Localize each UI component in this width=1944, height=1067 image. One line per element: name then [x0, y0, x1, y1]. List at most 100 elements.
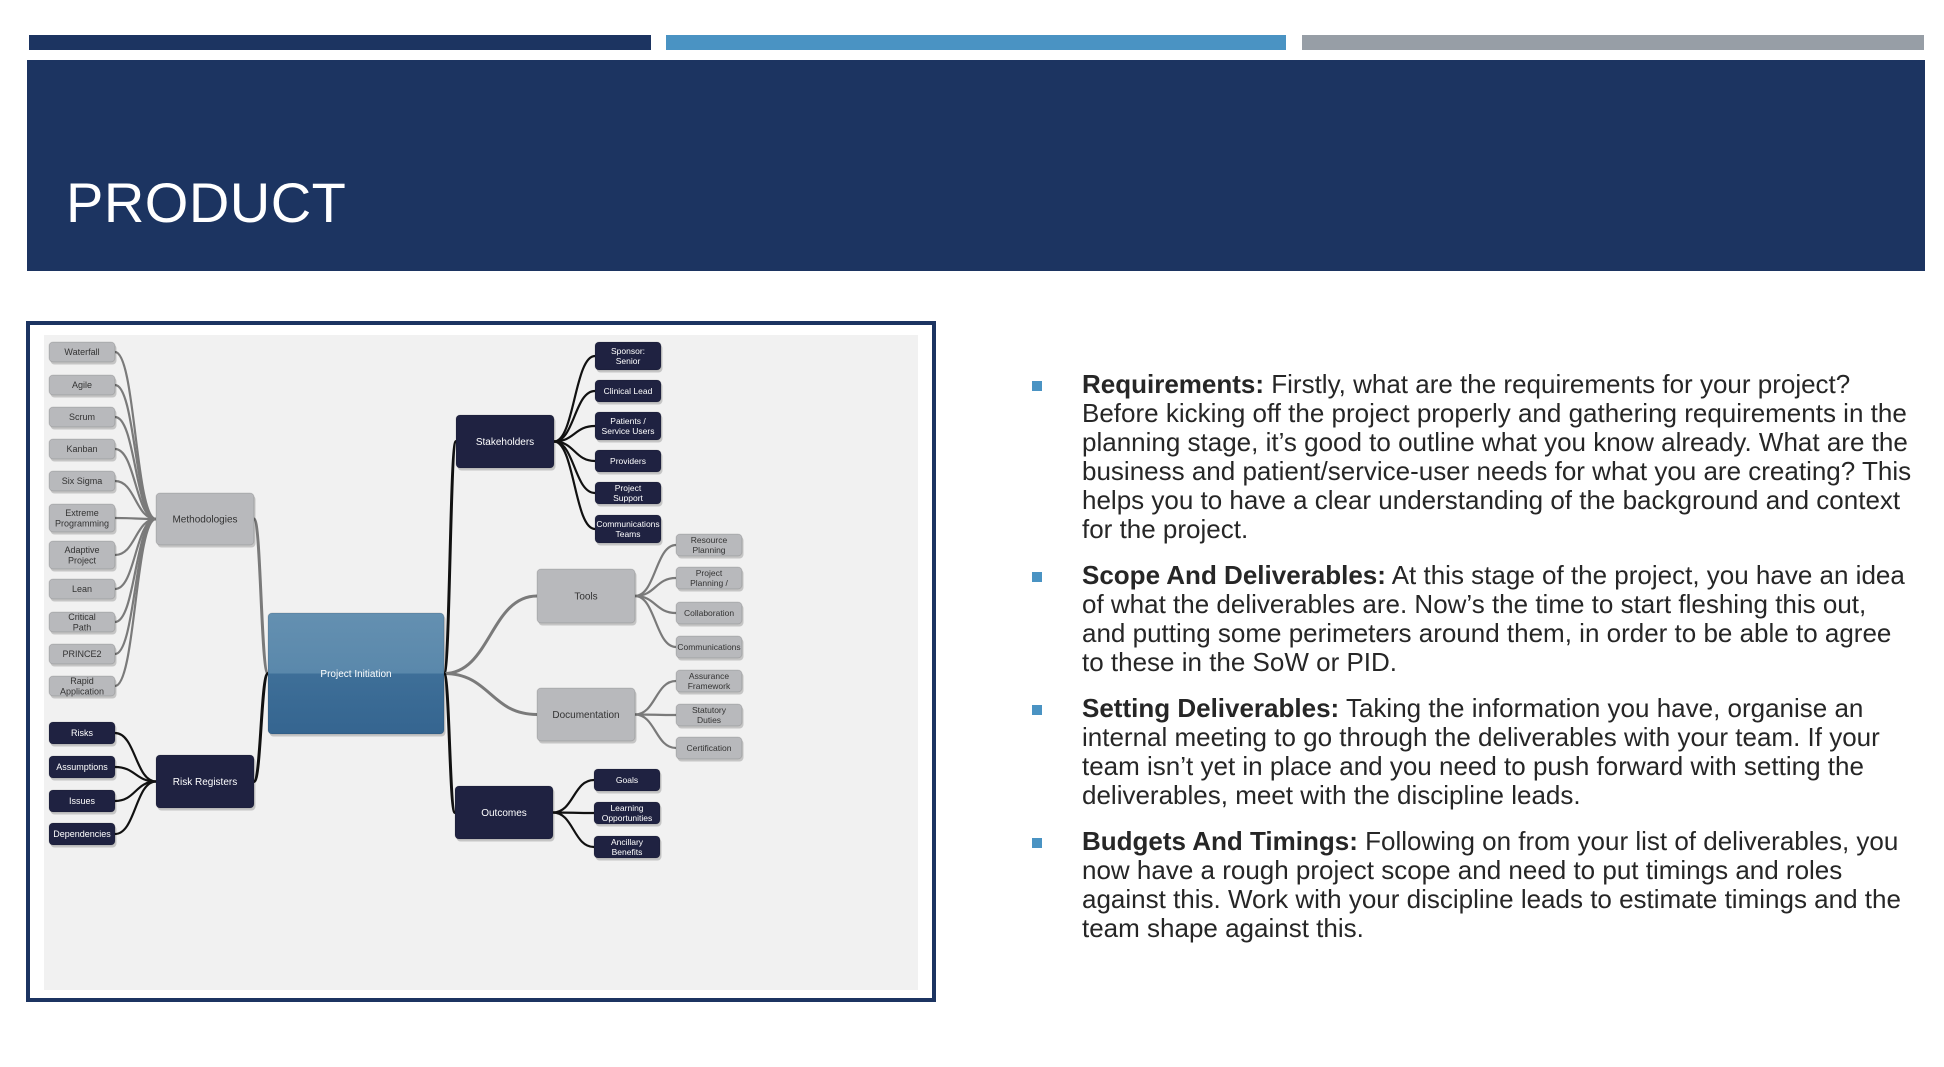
node-label: Clinical Lead	[604, 386, 653, 396]
node-label: Assumptions	[56, 762, 108, 772]
leaf-node-goals: Goals	[593, 768, 662, 794]
branch-node-outcomes: Outcomes	[454, 785, 555, 842]
node-label: Collaboration	[684, 608, 734, 618]
node-label: Outcomes	[481, 808, 527, 819]
leaf-node-kanban: Kanban	[48, 438, 117, 462]
leaf-node-six-sigma: Six Sigma	[48, 470, 117, 494]
node-label: Providers	[610, 456, 646, 466]
bullet-title: Scope And Deliverables:	[1082, 560, 1386, 590]
connector-line	[443, 672, 538, 716]
bullet-text: Following on from your list of deliverab…	[1082, 826, 1901, 943]
node-label: Stakeholders	[476, 437, 534, 448]
node-label: Communications	[677, 642, 740, 652]
bullet-text: At this stage of the project, you have a…	[1082, 560, 1905, 677]
node-label: PRINCE2	[62, 649, 101, 659]
leaf-node-sponsor-senior-management-team: Sponsor:Senior	[594, 341, 663, 373]
branch-node-methodologies: Methodologies	[155, 492, 256, 548]
node-label: Documentation	[552, 710, 619, 721]
connector-line	[634, 594, 677, 649]
leaf-node-collaboration: Collaboration	[675, 601, 744, 627]
title-banner	[27, 60, 1925, 271]
leaf-node-assumptions: Assumptions	[48, 755, 117, 781]
connector-line	[114, 517, 157, 688]
center-node-project-initiation: Project Initiation	[267, 612, 446, 737]
connector-line	[552, 811, 595, 849]
node-label: Project Initiation	[320, 669, 391, 680]
node-label: Waterfall	[64, 347, 99, 357]
bullet-item: Scope And Deliverables: At this stage of…	[1032, 561, 1912, 677]
node-label: Kanban	[66, 444, 97, 454]
accent-bar-grey	[1302, 35, 1924, 50]
node-label: Scrum	[69, 412, 95, 422]
connector-line	[114, 516, 157, 521]
leaf-node-risks: Risks	[48, 721, 117, 747]
node-label: Issues	[69, 796, 96, 806]
connector-line	[442, 440, 458, 675]
node-label: Goals	[616, 775, 638, 785]
leaf-node-issues: Issues	[48, 789, 117, 815]
connector-line	[634, 713, 677, 750]
node-label: Risk Registers	[173, 777, 237, 788]
bullet-square-icon	[1032, 705, 1042, 715]
leaf-node-scrum: Scrum	[48, 406, 117, 430]
leaf-node-lean: Lean	[48, 578, 117, 602]
leaf-node-prince2: PRINCE2	[48, 643, 117, 667]
slide-title: PRODUCT	[66, 171, 347, 234]
leaf-node-providers: Providers	[594, 449, 663, 475]
bullet-title: Requirements:	[1082, 369, 1265, 399]
connector-line	[443, 594, 538, 675]
leaf-node-dependencies: Dependencies	[48, 822, 117, 848]
node-label: Patients /Service Users	[602, 416, 655, 436]
node-label: Six Sigma	[62, 476, 103, 486]
bullet-title: Setting Deliverables:	[1082, 693, 1340, 723]
leaf-node-certification: Certification	[675, 736, 744, 762]
connector-line	[114, 780, 157, 836]
node-label: Agile	[72, 380, 92, 390]
bullet-list: Requirements: Firstly, what are the requ…	[1032, 370, 1912, 960]
bullet-text: Firstly, what are the requirements for y…	[1082, 369, 1912, 544]
leaf-node-communications: Communications	[675, 635, 744, 661]
node-label: Methodologies	[172, 515, 237, 526]
node-label: Risks	[71, 728, 93, 738]
bullet-title: Budgets And Timings:	[1082, 826, 1358, 856]
bullet-item: Requirements: Firstly, what are the requ…	[1032, 370, 1912, 544]
connector-line	[553, 354, 596, 443]
bullet-text: Taking the information you have, organis…	[1082, 693, 1880, 810]
branch-node-stakeholders: Stakeholders	[455, 414, 556, 471]
leaf-node-agile: Agile	[48, 374, 117, 398]
bullet-square-icon	[1032, 381, 1042, 391]
mindmap-edges	[114, 350, 677, 849]
node-label: Certification	[687, 743, 732, 753]
branch-node-documentation: Documentation	[536, 687, 637, 744]
node-label: Sponsor:Senior	[611, 346, 645, 366]
accent-bar-navy	[29, 35, 651, 50]
node-label: Lean	[72, 584, 92, 594]
branch-node-tools: Tools	[536, 568, 637, 626]
leaf-node-patients-service-users: Patients /Service Users	[594, 411, 663, 443]
leaf-node-clinical-lead: Clinical Lead	[594, 379, 663, 405]
connector-line	[252, 517, 270, 675]
